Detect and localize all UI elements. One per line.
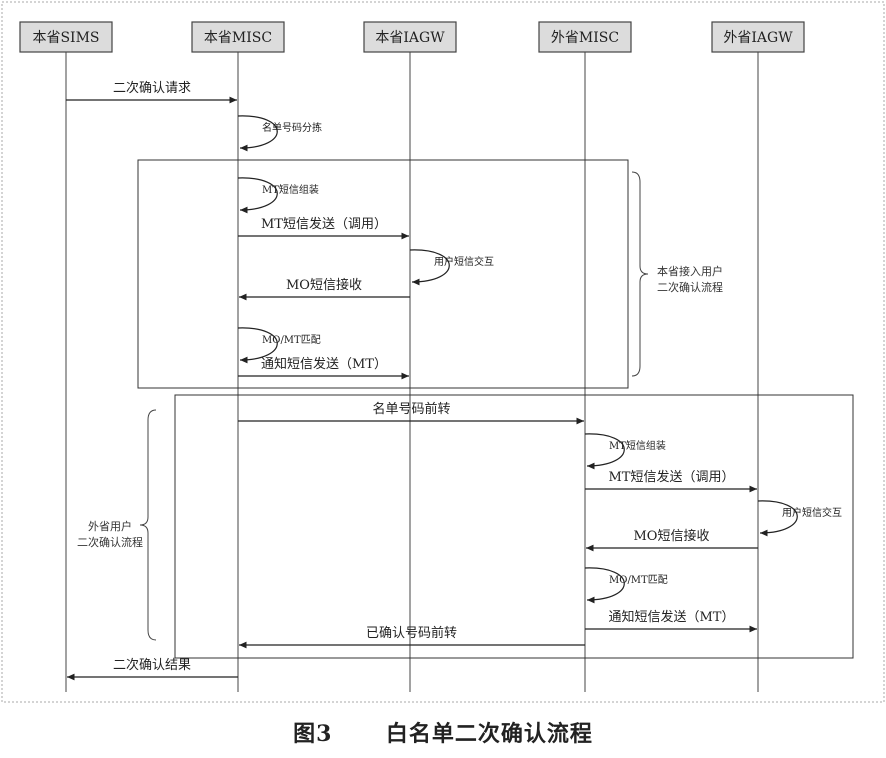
- group-frame: [174, 394, 854, 659]
- self-message-arrow: [237, 115, 278, 152]
- self-message-arrow: [409, 249, 450, 286]
- diagram-border: [1, 1, 885, 703]
- self-message-label: MT短信组装: [262, 183, 319, 196]
- self-message-arrow: [584, 567, 625, 604]
- figure-caption: 图3 白名单二次确认流程: [0, 716, 886, 748]
- participant-label: 本省MISC: [204, 30, 272, 46]
- participant-box: 本省MISC: [191, 21, 285, 53]
- self-message-arrow: [757, 500, 798, 537]
- group-label: 二次确认流程: [77, 535, 143, 549]
- message-label: MT短信发送（调用）: [609, 469, 735, 485]
- self-message-label: MO/MT匹配: [262, 334, 321, 346]
- participant-box: 外省IAGW: [711, 21, 805, 53]
- group-label: 外省用户: [88, 519, 132, 533]
- group-label: 二次确认流程: [657, 280, 723, 294]
- group-brace: [631, 171, 649, 377]
- participant-label: 本省IAGW: [375, 30, 445, 46]
- participant-label: 本省SIMS: [32, 30, 99, 46]
- message-label: 二次确认结果: [113, 657, 191, 673]
- message-label: MO短信接收: [286, 277, 362, 293]
- self-message-label: 用户短信交互: [434, 255, 494, 268]
- message-label: 通知短信发送（MT）: [609, 609, 735, 625]
- self-message-label: MO/MT匹配: [609, 574, 668, 586]
- group-label: 本省接入用户: [657, 264, 723, 278]
- figure-number: 图3: [293, 721, 333, 747]
- self-message-arrow: [584, 433, 625, 470]
- message-label: MO短信接收: [634, 528, 710, 544]
- message-label: 名单号码前转: [372, 401, 450, 417]
- self-message-label: MT短信组装: [609, 439, 666, 452]
- self-message-arrow: [237, 327, 278, 364]
- participant-box: 本省IAGW: [363, 21, 457, 53]
- self-message-arrow: [237, 177, 278, 214]
- figure-title: 白名单二次确认流程: [385, 721, 593, 747]
- participant-label: 外省IAGW: [723, 30, 793, 46]
- participant-box: 本省SIMS: [19, 21, 113, 53]
- participant-label: 外省MISC: [551, 30, 619, 46]
- message-label: 已确认号码前转: [366, 625, 457, 641]
- participant-box: 外省MISC: [538, 21, 632, 53]
- group-brace: [139, 409, 157, 641]
- group-frame: [137, 159, 629, 389]
- self-message-label: 用户短信交互: [782, 506, 842, 519]
- message-label: 二次确认请求: [113, 80, 191, 96]
- self-message-label: 名单号码分拣: [262, 121, 322, 134]
- message-label: MT短信发送（调用）: [261, 216, 387, 232]
- message-label: 通知短信发送（MT）: [261, 356, 387, 372]
